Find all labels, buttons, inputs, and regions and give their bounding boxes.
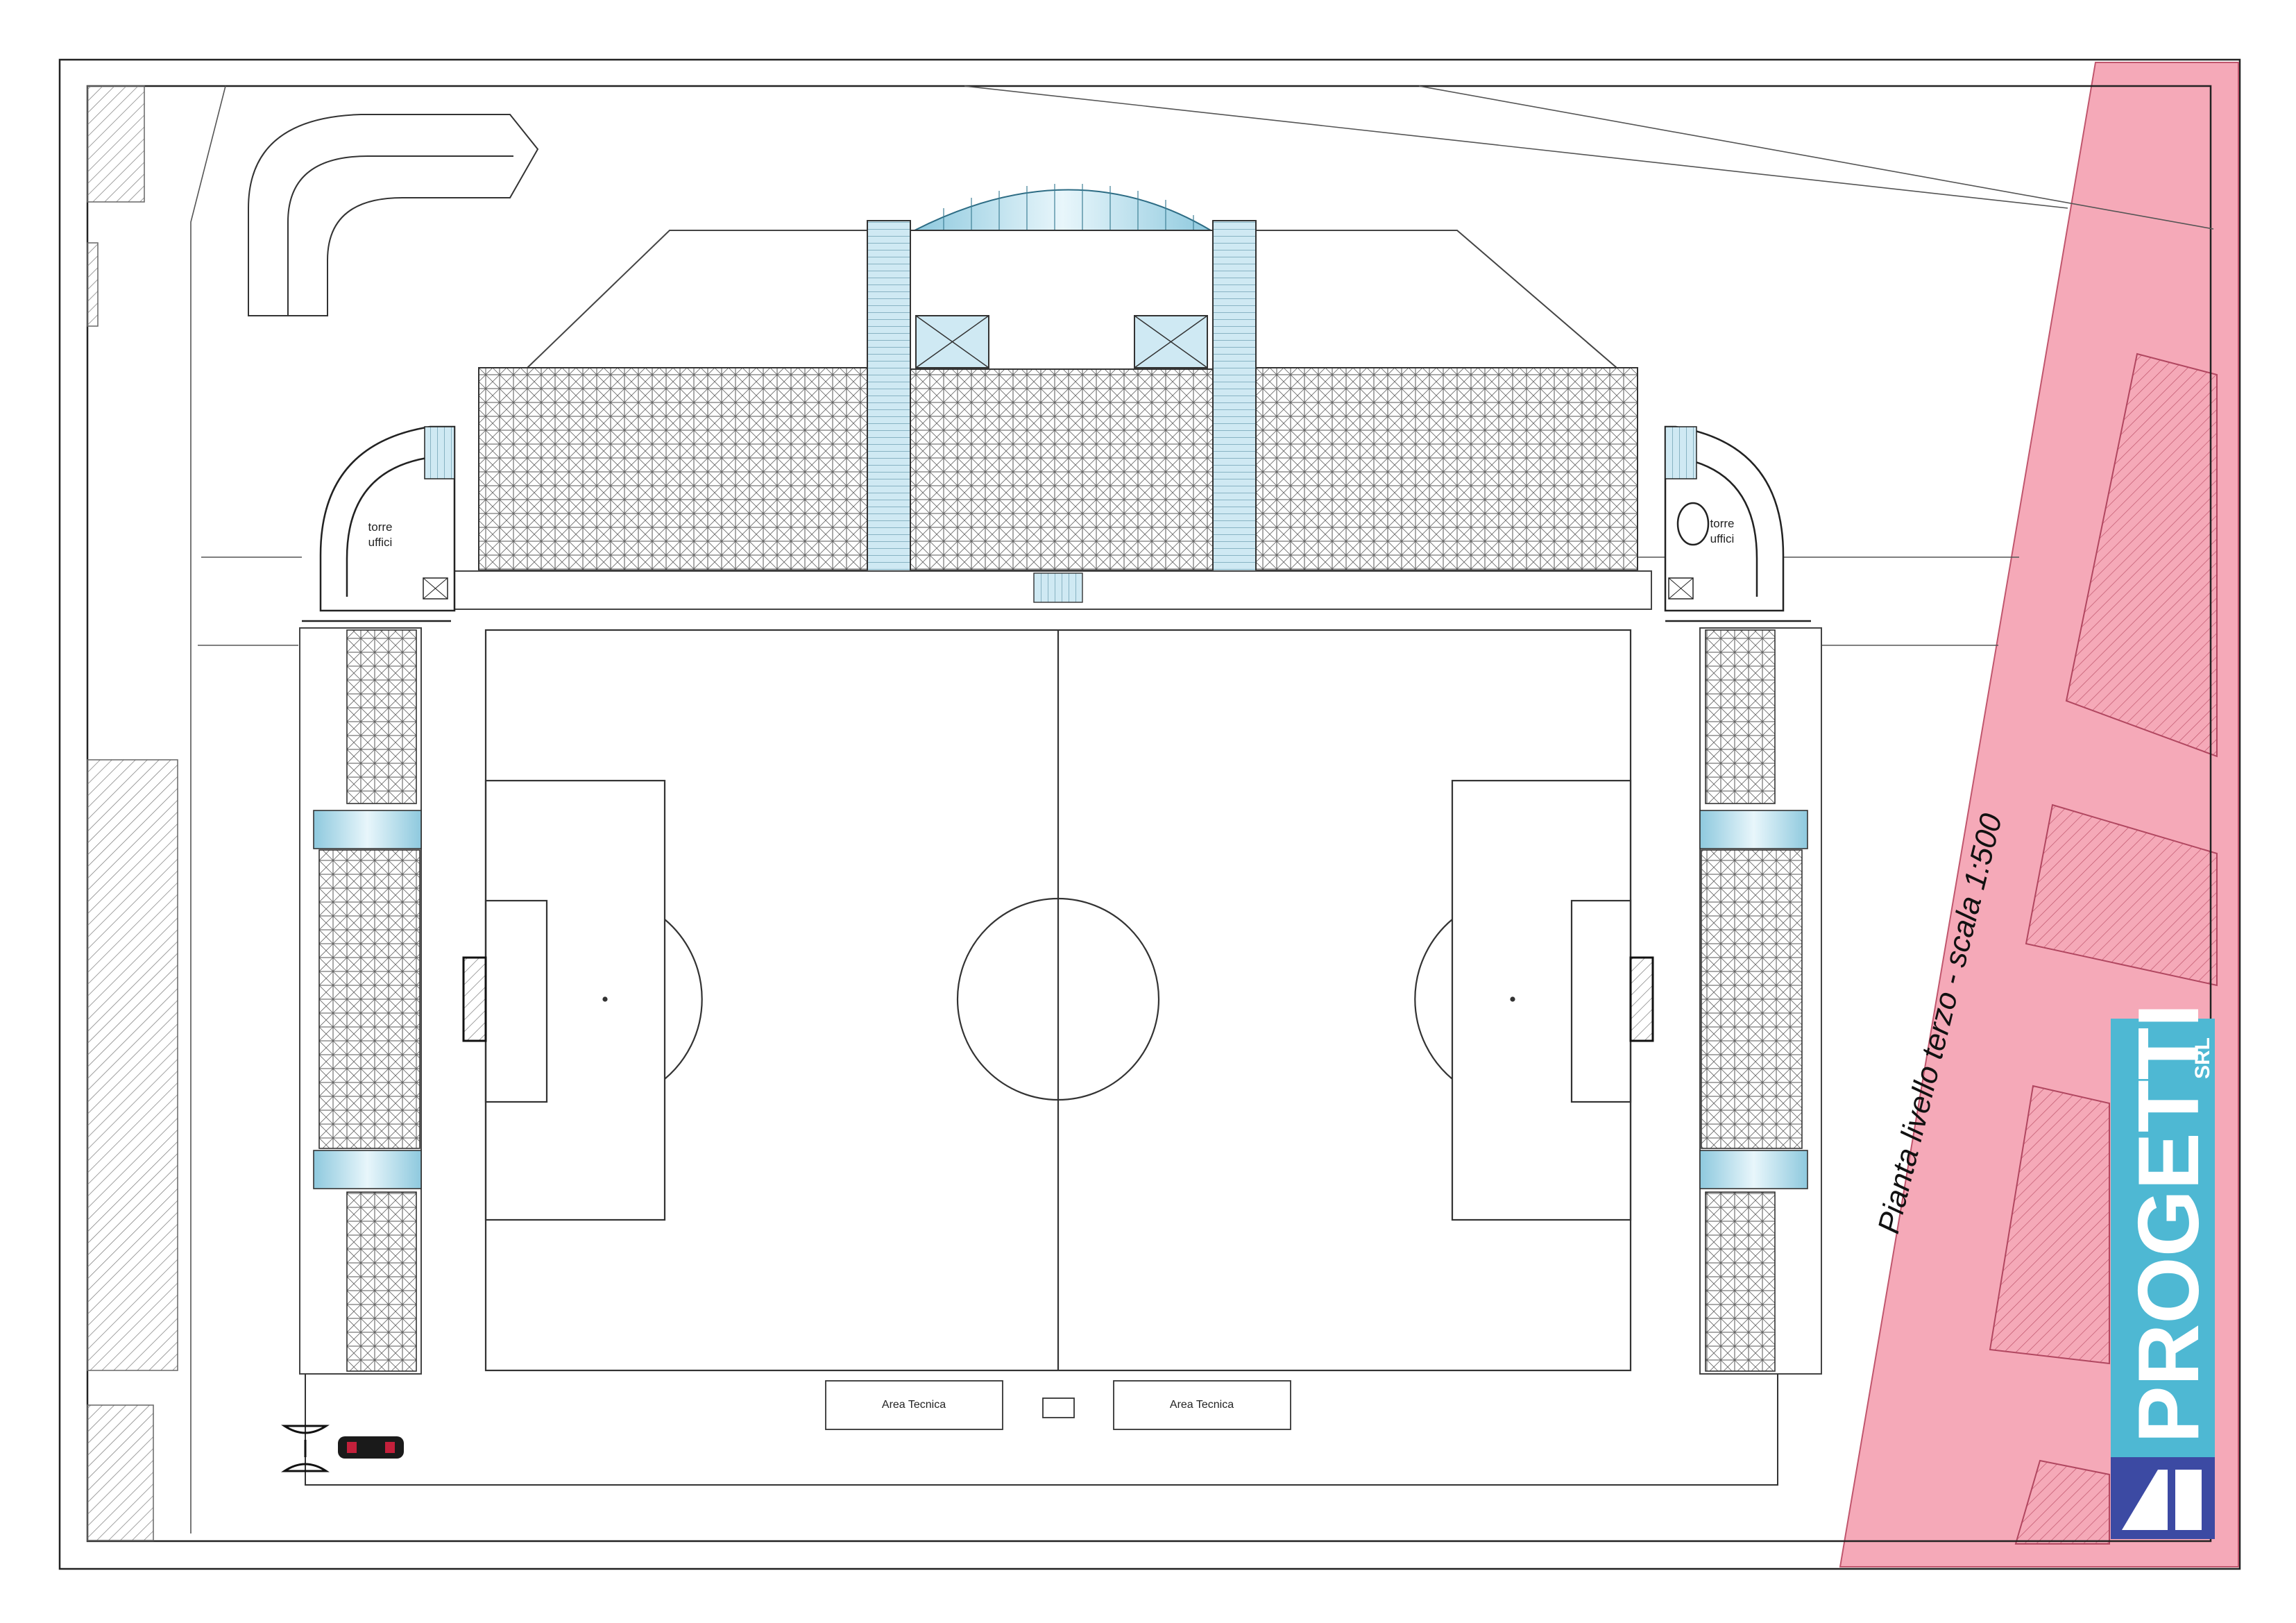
- north-stand-seating: [478, 367, 1638, 571]
- goals: [462, 956, 1654, 1042]
- office-tower-right: [1664, 425, 1811, 622]
- neighbouring-buildings-right: [1989, 352, 2218, 1545]
- technical-area-right: [1113, 1380, 1291, 1430]
- sheet-frame-outer: [58, 58, 2241, 1570]
- office-tower-left: [302, 425, 456, 622]
- company-logo: PROGETTI SRL: [2111, 1003, 2217, 1539]
- vehicle-icon: [338, 1436, 404, 1459]
- logo-suffix: SRL: [2191, 1037, 2214, 1079]
- technical-area-left: [825, 1380, 1003, 1430]
- tower-label-left-2: uffici: [368, 536, 393, 549]
- tower-label-right-2: uffici: [1710, 532, 1735, 545]
- fourth-official-box: [1042, 1397, 1075, 1418]
- perimeter-path: [305, 1374, 1778, 1486]
- central-bridge: [867, 220, 1257, 572]
- east-stand: [1699, 627, 1822, 1375]
- logo-wordmark: PROGETTI: [2121, 1003, 2217, 1443]
- curved-ramp: [248, 114, 539, 316]
- technical-area-left-label: Area Tecnica: [882, 1399, 946, 1411]
- west-stand: [299, 627, 422, 1375]
- neighbouring-buildings-left: [87, 85, 178, 1541]
- football-pitch: [484, 629, 1632, 1372]
- canopy-ribs: [943, 184, 1194, 230]
- site-lines: [190, 85, 2214, 1533]
- tower-label-right-1: torre: [1710, 517, 1735, 530]
- technical-area-right-label: Area Tecnica: [1170, 1399, 1234, 1411]
- north-stair-small: [1033, 572, 1083, 603]
- glass-canopy: [914, 189, 1214, 231]
- tower-label-left-1: torre: [368, 520, 393, 534]
- site-gate: [281, 1425, 330, 1472]
